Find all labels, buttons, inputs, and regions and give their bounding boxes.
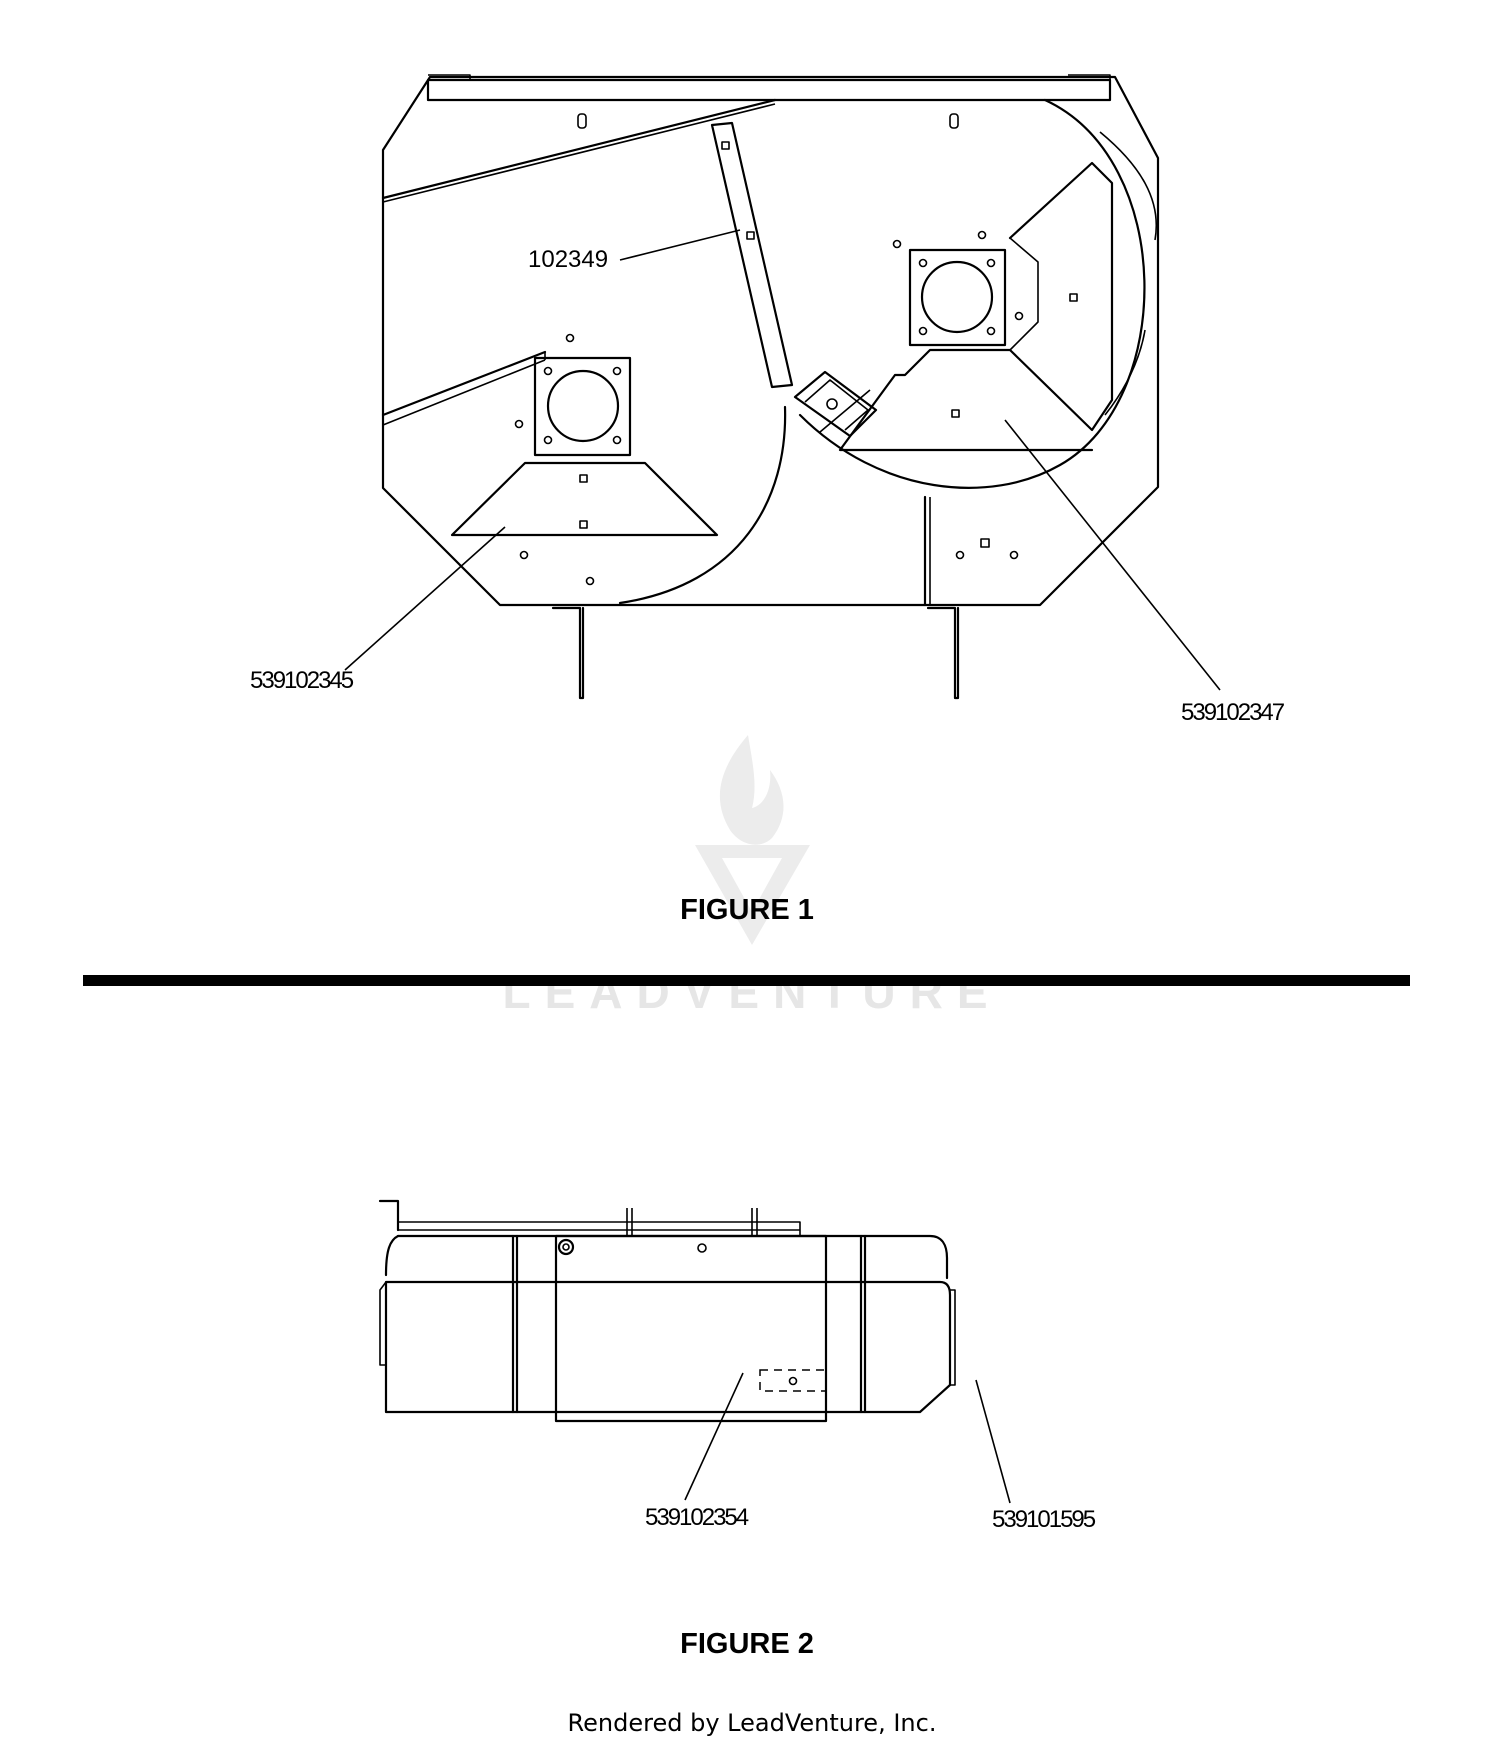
leader-right-deflector bbox=[1004, 419, 1221, 691]
leader-deck bbox=[975, 1379, 1011, 1504]
figure-2-drawing bbox=[378, 1199, 1011, 1504]
leader-left-deflector bbox=[344, 526, 506, 671]
part-number-539102345: 539102345 bbox=[250, 667, 354, 694]
front-cover-plate bbox=[554, 1234, 828, 1423]
figure-2-caption: FIGURE 2 bbox=[680, 1628, 814, 1660]
watermark-v-icon bbox=[695, 845, 810, 945]
right-deflector-plate bbox=[838, 161, 1114, 452]
leader-baffle bbox=[619, 229, 741, 261]
watermark-flame-icon bbox=[719, 735, 784, 845]
part-number-102349: 102349 bbox=[528, 246, 608, 273]
footer-credit: Rendered by LeadVenture, Inc. bbox=[568, 1709, 937, 1737]
part-number-539102354: 539102354 bbox=[645, 1504, 749, 1531]
top-rail bbox=[426, 78, 1112, 102]
figure-1-caption: FIGURE 1 bbox=[680, 894, 814, 926]
baffle-bar bbox=[710, 121, 794, 389]
part-number-539102347: 539102347 bbox=[1181, 699, 1285, 726]
left-spindle-mount bbox=[514, 333, 632, 457]
bracket bbox=[793, 370, 878, 438]
deck-side-body bbox=[396, 1234, 949, 1280]
leader-front-cover bbox=[684, 1372, 744, 1501]
figure-separator bbox=[83, 975, 1410, 986]
deck-outline bbox=[381, 75, 1160, 607]
leadventure-watermark: LEADVENTURE bbox=[502, 735, 1001, 1018]
part-number-539101595: 539101595 bbox=[992, 1506, 1096, 1533]
left-deflector-plate bbox=[450, 461, 719, 537]
figure-1-drawing bbox=[344, 74, 1221, 700]
right-spindle-mount bbox=[892, 230, 1024, 347]
watermark-text: LEADVENTURE bbox=[502, 966, 1001, 1018]
